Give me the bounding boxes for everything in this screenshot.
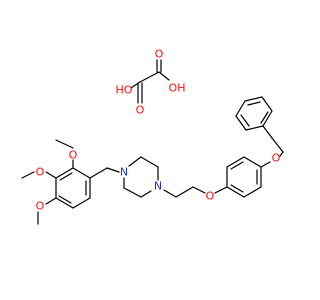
atom-label: OH: [169, 82, 186, 95]
bond: [58, 195, 72, 204]
bond: [59, 172, 73, 181]
bond: [260, 111, 269, 124]
bond: [139, 71, 160, 83]
bond: [247, 101, 261, 106]
atom-label: O: [36, 200, 45, 213]
bond: [55, 167, 74, 179]
atom-label: O: [69, 149, 78, 162]
atom-label: O: [136, 104, 145, 117]
structure-canvas: HO O O OH O O O: [21, 48, 284, 225]
bond: [89, 167, 108, 179]
bond: [140, 156, 159, 168]
bond: [72, 197, 91, 209]
bond: [262, 110, 273, 127]
bond: [45, 197, 57, 205]
bond: [128, 156, 142, 167]
bond: [123, 187, 142, 198]
atom-label: O: [272, 152, 281, 165]
bond: [230, 184, 244, 193]
bond: [55, 139, 74, 149]
piperazine-ring: N N: [89, 156, 162, 198]
bond: [245, 125, 264, 131]
bond: [279, 151, 284, 157]
bond: [55, 197, 74, 209]
atom-label: N: [120, 166, 128, 179]
bond: [230, 161, 244, 170]
bond: [271, 137, 284, 153]
molecule-diagram: HO O O OH O O O: [21, 48, 284, 225]
benzyl-ring: [235, 96, 284, 153]
bond: [243, 156, 262, 168]
bond: [158, 71, 170, 81]
bond: [214, 186, 228, 194]
bond: [163, 189, 177, 198]
bond: [243, 186, 262, 198]
bond: [192, 186, 206, 194]
bond: [262, 125, 273, 139]
bond: [226, 156, 245, 168]
bond: [226, 186, 245, 198]
atom-label: O: [36, 166, 45, 179]
bond: [260, 161, 271, 168]
bond: [261, 96, 273, 112]
ethoxy-linker: O: [163, 186, 228, 203]
bond: [106, 167, 120, 173]
bond: [72, 167, 91, 179]
atom-label: O: [155, 48, 164, 61]
trimethoxy-benzene-ring: O O O: [21, 139, 91, 225]
bond: [45, 171, 57, 179]
bond: [240, 114, 250, 127]
bond: [140, 190, 152, 198]
oxalic-acid: HO O O OH: [116, 48, 186, 117]
phenylene-ring: O: [226, 151, 284, 198]
bond: [235, 115, 247, 131]
atom-label: HO: [116, 84, 133, 97]
bond: [244, 96, 263, 102]
bond: [235, 100, 246, 117]
bond: [21, 171, 35, 179]
bond: [175, 186, 194, 198]
atom-label: O: [206, 190, 215, 203]
atom-label: N: [154, 180, 162, 193]
